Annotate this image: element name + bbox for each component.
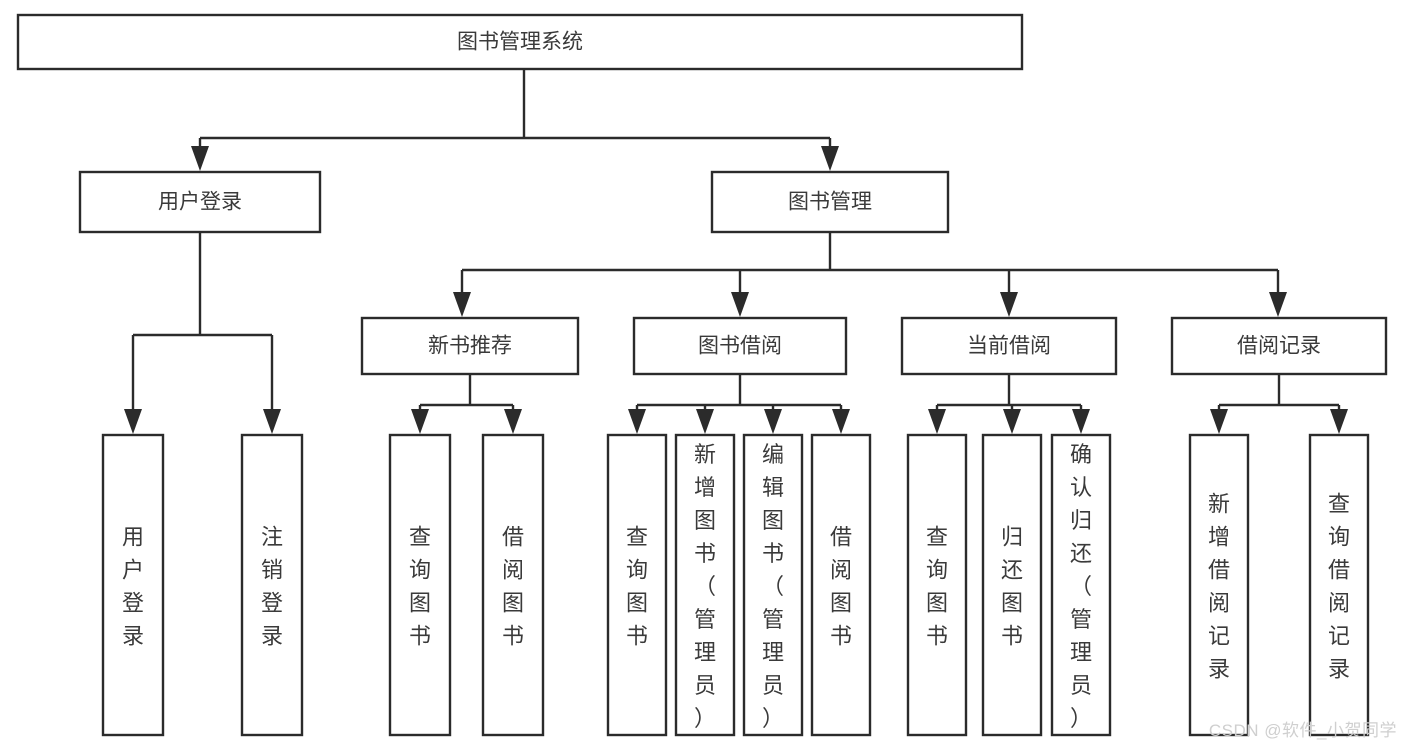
node-leaf-nb-borrow[interactable]: 借阅图书 [481,433,545,737]
node-label: 新增图书（管理员） [694,442,716,731]
arrow-head-icon [453,292,471,317]
node-box[interactable] [606,433,668,737]
node-box[interactable] [16,13,1024,71]
node-leaf-cb-confirm[interactable]: 确认归还（管理员） [1050,433,1112,737]
node-leaf-user-login[interactable]: 用户登录 [101,433,165,737]
node-box[interactable] [481,433,545,737]
node-box[interactable] [742,433,804,737]
node-box[interactable] [632,316,848,376]
arrow-head-icon [928,409,946,434]
node-leaf-logout[interactable]: 注销登录 [240,433,304,737]
node-label: 查询图书 [926,525,948,649]
node-label: 图书借阅 [698,335,782,358]
node-leaf-cb-return[interactable]: 归还图书 [981,433,1043,737]
node-label: 用户登录 [158,191,242,214]
node-layer: 图书管理系统用户登录图书管理新书推荐图书借阅当前借阅借阅记录用户登录注销登录查询… [16,13,1388,737]
node-box[interactable] [101,433,165,737]
arrow-head-icon [764,409,782,434]
node-box[interactable] [710,170,950,234]
arrow-head-icon [821,146,839,171]
node-cur-borrow[interactable]: 当前借阅 [900,316,1118,376]
node-label: 图书管理 [788,191,872,214]
connector-user-login-bus [124,232,281,434]
arrow-head-icon [696,409,714,434]
node-leaf-bb-add[interactable]: 新增图书（管理员） [674,433,736,737]
arrow-head-icon [1210,409,1228,434]
arrow-head-icon [731,292,749,317]
edge-layer [124,69,1348,434]
arrow-head-icon [411,409,429,434]
connector-book-borrow-bus [628,374,850,434]
arrow-head-icon [191,146,209,171]
node-leaf-cb-query[interactable]: 查询图书 [906,433,968,737]
arrow-head-icon [1003,409,1021,434]
node-label: 查询图书 [626,525,648,649]
node-label: 编辑图书（管理员） [762,442,784,731]
arrow-head-icon [1330,409,1348,434]
node-book-mgmt[interactable]: 图书管理 [710,170,950,234]
node-box[interactable] [240,433,304,737]
connector-brw-record-bus [1210,374,1348,434]
node-root[interactable]: 图书管理系统 [16,13,1024,71]
arrow-head-icon [628,409,646,434]
connector-root-bus [191,69,839,171]
node-box[interactable] [810,433,872,737]
node-box[interactable] [78,170,322,234]
node-box[interactable] [360,316,580,376]
node-leaf-bb-borrow[interactable]: 借阅图书 [810,433,872,737]
arrow-head-icon [504,409,522,434]
node-label: 新增借阅记录 [1208,492,1230,682]
arrow-head-icon [832,409,850,434]
node-leaf-bb-query[interactable]: 查询图书 [606,433,668,737]
node-label: 确认归还（管理员） [1070,442,1092,731]
node-brw-record[interactable]: 借阅记录 [1170,316,1388,376]
arrow-head-icon [1269,292,1287,317]
node-new-book[interactable]: 新书推荐 [360,316,580,376]
node-label: 用户登录 [122,525,144,649]
node-box[interactable] [981,433,1043,737]
arrow-head-icon [124,409,142,434]
node-box[interactable] [1050,433,1112,737]
node-leaf-nb-query[interactable]: 查询图书 [388,433,452,737]
node-box[interactable] [1170,316,1388,376]
node-label: 借阅图书 [502,525,524,649]
node-box[interactable] [900,316,1118,376]
connector-cur-borrow-bus [928,374,1090,434]
arrow-head-icon [1000,292,1018,317]
node-label: 查询图书 [409,525,431,649]
node-label: 借阅图书 [830,525,852,649]
node-user-login[interactable]: 用户登录 [78,170,322,234]
connector-new-book-bus [411,374,522,434]
node-label: 借阅记录 [1237,335,1321,358]
arrow-head-icon [1072,409,1090,434]
node-box[interactable] [1308,433,1370,737]
connector-book-mgmt-bus [453,232,1287,317]
node-leaf-br-query[interactable]: 查询借阅记录 [1308,433,1370,737]
watermark: CSDN @软件_小贺同学 [1208,721,1397,740]
node-book-borrow[interactable]: 图书借阅 [632,316,848,376]
node-leaf-br-add[interactable]: 新增借阅记录 [1188,433,1250,737]
node-label: 查询借阅记录 [1328,492,1350,682]
node-box[interactable] [388,433,452,737]
node-label: 当前借阅 [967,335,1051,358]
node-label: 注销登录 [261,525,283,649]
node-label: 新书推荐 [428,335,512,358]
arrow-head-icon [263,409,281,434]
node-leaf-bb-edit[interactable]: 编辑图书（管理员） [742,433,804,737]
node-label: 图书管理系统 [457,31,583,54]
node-box[interactable] [1188,433,1250,737]
node-box[interactable] [674,433,736,737]
node-box[interactable] [906,433,968,737]
node-label: 归还图书 [1001,525,1023,649]
